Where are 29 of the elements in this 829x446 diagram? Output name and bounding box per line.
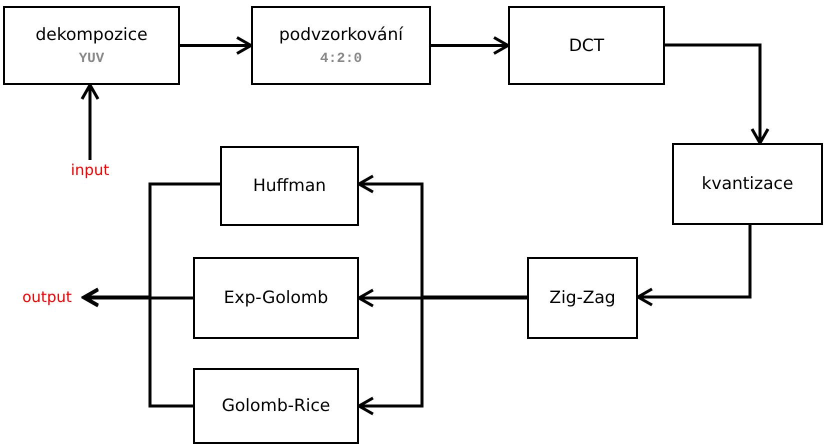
box-label: Exp-Golomb (224, 288, 328, 308)
arrow (82, 288, 193, 308)
arrow (180, 36, 252, 55)
process-box (3, 6, 180, 85)
io-label: output (22, 288, 72, 306)
format-label: 4:2:0 (320, 50, 362, 66)
process-box (672, 143, 823, 225)
arrow (80, 84, 100, 160)
box-label: podvzorkování (279, 24, 403, 44)
process-box (508, 6, 665, 85)
box-label: Golomb-Rice (222, 396, 330, 416)
process-box (251, 6, 431, 85)
arrow (358, 288, 527, 308)
process-box (527, 257, 638, 339)
process-box (220, 146, 359, 226)
arrow (636, 225, 752, 306)
box-label: DCT (568, 36, 604, 56)
arrow (82, 288, 193, 408)
arrow (431, 36, 510, 55)
box-label: Zig-Zag (549, 288, 616, 308)
process-box (193, 368, 359, 444)
process-box (193, 257, 359, 339)
arrow (665, 44, 770, 144)
box-label: Huffman (252, 176, 326, 196)
format-label: YUV (78, 50, 104, 66)
box-label: kvantizace (702, 174, 794, 194)
io-label: input (70, 161, 110, 179)
box-label: dekompozice (35, 24, 148, 44)
arrow (358, 296, 527, 416)
